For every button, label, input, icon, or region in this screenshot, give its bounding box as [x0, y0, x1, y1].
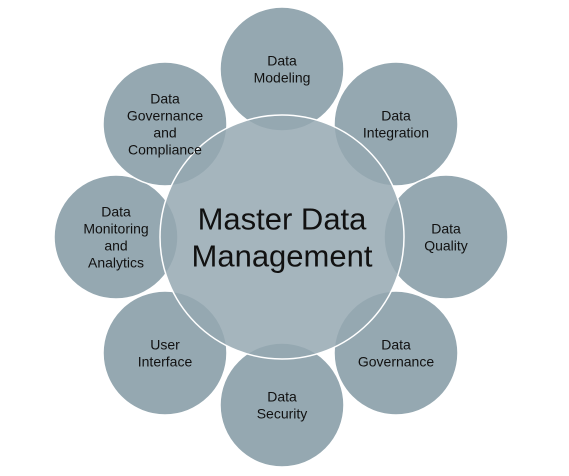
- node-label-line: Governance: [127, 108, 203, 124]
- center-circle: [159, 114, 405, 360]
- node-label-line: Quality: [424, 238, 468, 254]
- node-label-line: and: [153, 125, 176, 141]
- node-label-line: Monitoring: [83, 221, 148, 237]
- node-label-line: and: [104, 238, 127, 254]
- node-label-line: Compliance: [128, 142, 202, 158]
- node-label-line: Data: [267, 53, 297, 69]
- node-label-line: Data: [431, 221, 461, 237]
- node-label-line: Modeling: [254, 70, 311, 86]
- node-label-line: Data: [267, 389, 297, 405]
- node-label-line: Data: [101, 204, 131, 220]
- node-label-line: Data: [150, 91, 180, 107]
- node-label-line: Security: [257, 406, 308, 422]
- node-label-line: Integration: [363, 125, 429, 141]
- node-label-line: Data: [381, 337, 411, 353]
- node-label-line: Governance: [358, 354, 434, 370]
- outer-circles: [53, 6, 509, 468]
- node-label-line: User: [150, 337, 180, 353]
- node-label-line: Data: [381, 108, 411, 124]
- center-title-line: Management: [192, 239, 373, 274]
- node-label-line: Interface: [138, 354, 193, 370]
- center-title-line: Master Data: [198, 202, 368, 237]
- node-label-line: Analytics: [88, 255, 144, 271]
